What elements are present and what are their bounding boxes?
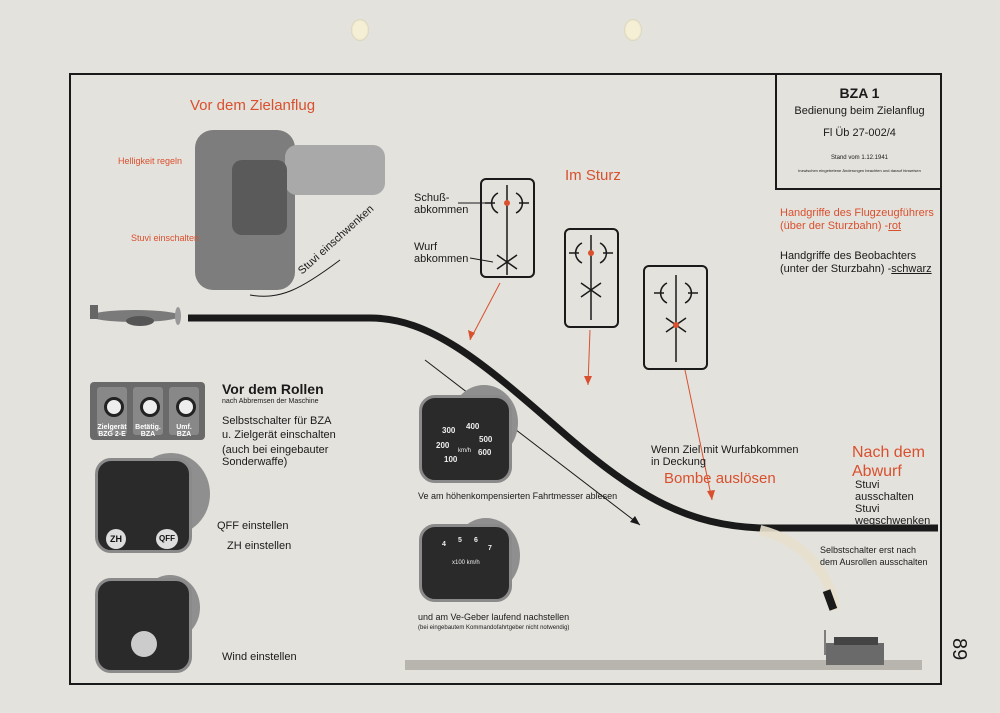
bomb-trail — [758, 525, 840, 611]
legend-observer-2: (unter der Sturzbahn) - — [780, 263, 892, 275]
heading-zielanflug: Vor dem Zielanflug — [190, 97, 316, 114]
abwurf-line-4: wegschwenken — [855, 515, 931, 527]
legend-pilot-2: (über der Sturzbahn) - — [780, 220, 889, 232]
rollen-line-1: Selbstschalter für BZA — [222, 415, 332, 427]
abwurf-line-3: Stuvi — [855, 503, 880, 515]
geber-tick-5: 5 — [458, 537, 462, 544]
gun-sight-housing — [285, 145, 385, 195]
label-zh: ZH einstellen — [227, 540, 292, 552]
ground — [405, 660, 922, 670]
sight-card — [480, 178, 535, 278]
legend-observer: Handgriffe des Beobachters — [780, 250, 917, 262]
wind-knob[interactable] — [131, 631, 157, 657]
revision-note: Inzwischen eingetretene Änderungen beach… — [798, 168, 921, 173]
tick-100: 100 — [444, 455, 458, 464]
punch-hole — [624, 19, 642, 41]
pointer-line — [684, 369, 713, 501]
rollen-line-4: Sonderwaffe) — [222, 456, 288, 468]
title: BZA 1 — [839, 85, 880, 101]
label-schuss: Schuß- — [414, 192, 450, 204]
ve-text: Ve am höhenkompensierten Fahrtmesser abl… — [418, 491, 617, 501]
selbstschalter-note-2: dem Ausrollen ausschalten — [820, 557, 928, 567]
switch-zielgeraet[interactable]: Zielgerät BZG 2-E — [97, 387, 127, 438]
label-qff: QFF einstellen — [217, 520, 289, 532]
switch-umf[interactable]: Umf. BZA — [169, 387, 199, 438]
label-wurf: Wurf — [414, 241, 438, 253]
ve-symbol: Ve — [418, 491, 429, 501]
diagram-frame — [69, 73, 942, 685]
rollen-sub: nach Abbremsen der Maschine — [222, 398, 319, 405]
tick-300: 300 — [442, 426, 456, 435]
tick-500: 500 — [479, 435, 493, 444]
doc-code: Fl Üb 27-002/4 — [823, 127, 896, 139]
heading-abwurf-2: Abwurf — [852, 463, 902, 480]
tick-200: 200 — [436, 441, 450, 450]
rollen-line-3: (auch bei eingebauter — [222, 444, 329, 456]
stand-date: Stand vom 1.12.1941 — [830, 155, 889, 161]
geber-tick-4: 4 — [442, 541, 446, 548]
label-wurf-2: abkommen — [414, 253, 469, 265]
sight-card — [564, 228, 619, 328]
legend-observer-color: schwarz — [891, 263, 932, 275]
abwurf-line-2: ausschalten — [855, 491, 914, 503]
ve-instruction: am höhenkompensierten Fahrtmesser ablese… — [431, 491, 618, 501]
approach-line — [424, 359, 641, 526]
aircraft — [90, 305, 181, 326]
label-schuss-2: abkommen — [414, 204, 469, 216]
heading-sturz: Im Sturz — [565, 167, 621, 184]
geber-tick-6: 6 — [474, 537, 478, 544]
wind-gauge[interactable] — [95, 578, 192, 673]
sight-reticle — [569, 235, 613, 320]
heading-rollen: Vor dem Rollen — [222, 381, 324, 397]
label-bombe: Bombe auslösen — [664, 470, 776, 487]
label-stuvi-einschalten: Stuvi einschalten — [131, 233, 200, 243]
airspeed-indicator: 300 400 500 200 600 100 km/h — [419, 395, 512, 483]
tick-unit: km/h — [458, 448, 472, 454]
rollen-line-2: u. Zielgerät einschalten — [222, 429, 336, 441]
label-wenn-ziel: Wenn Ziel mit Wurfabkommen — [651, 444, 799, 456]
pointer-line — [469, 282, 501, 341]
qff-zh-gauge[interactable]: ZH QFF — [95, 458, 192, 553]
ve-geber[interactable]: 4 5 6 7 x100 km/h — [419, 524, 512, 602]
zh-knob[interactable]: ZH — [106, 529, 126, 549]
target-building — [826, 643, 884, 665]
geber-tick-7: 7 — [488, 545, 492, 552]
selbstschalter-note-1: Selbstschalter erst nach — [820, 545, 917, 555]
bomb — [822, 589, 838, 611]
punch-hole — [351, 19, 369, 41]
title-block: BZA 1 Bedienung beim Zielanflug Fl Üb 27… — [775, 73, 942, 190]
pointer-line — [587, 329, 591, 386]
dive-path — [188, 314, 938, 532]
qff-knob[interactable]: QFF — [156, 529, 178, 549]
label-in-deckung: in Deckung — [651, 456, 707, 468]
switch-betaetig[interactable]: Betätig. BZA — [133, 387, 163, 438]
heading-abwurf: Nach dem — [852, 444, 925, 461]
geber-note: (bei eingebautem Kommandofahrtgeber nich… — [418, 625, 570, 631]
legend-pilot: Handgriffe des Flugzeugführers — [780, 207, 934, 219]
sight-card — [643, 265, 708, 370]
geber-text: und am Ve-Geber laufend nachstellen — [418, 612, 570, 622]
sight-lens — [232, 160, 287, 235]
tick-600: 600 — [478, 448, 492, 457]
geber-unit: x100 km/h — [452, 560, 480, 566]
page-number: 89 — [948, 638, 970, 661]
legend-pilot-color: rot — [888, 220, 902, 232]
label-wind: Wind einstellen — [222, 651, 297, 663]
label-helligkeit: Helligkeit regeln — [118, 156, 183, 166]
tick-400: 400 — [466, 422, 480, 431]
abwurf-line-1: Stuvi — [855, 479, 880, 491]
subtitle: Bedienung beim Zielanflug — [794, 105, 925, 117]
